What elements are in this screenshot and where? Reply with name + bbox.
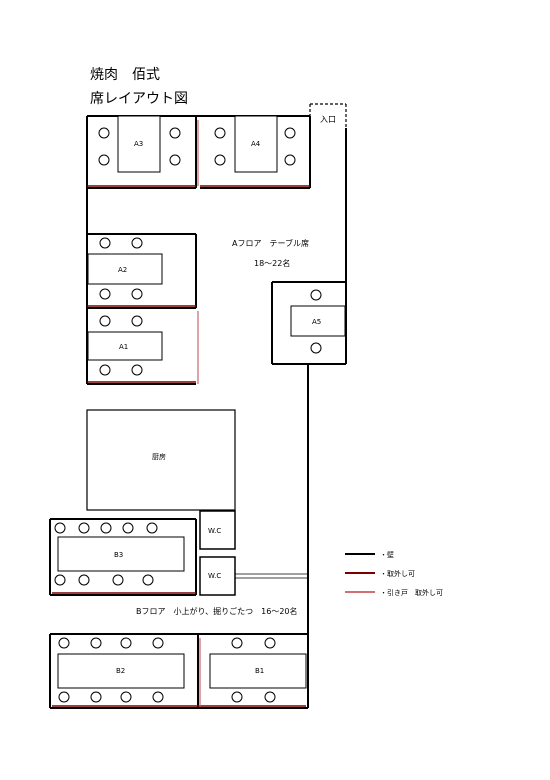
b-floor-label: Bフロア 小上がり、掘りごたつ 16～20名 bbox=[136, 606, 298, 616]
chair bbox=[54, 522, 66, 534]
chair bbox=[214, 127, 226, 139]
removable-partitions bbox=[52, 185, 310, 707]
chair bbox=[264, 637, 276, 649]
table-a5 bbox=[290, 305, 346, 337]
chair bbox=[310, 342, 322, 354]
chair bbox=[152, 637, 164, 649]
table-a1 bbox=[87, 331, 163, 361]
layout-title: 席レイアウト図 bbox=[90, 91, 188, 107]
walls bbox=[49, 115, 347, 709]
chair bbox=[131, 288, 143, 300]
table-label-a3: A3 bbox=[134, 140, 143, 148]
chair bbox=[99, 288, 111, 300]
chair bbox=[142, 574, 154, 586]
chair bbox=[310, 289, 322, 301]
chair bbox=[54, 574, 66, 586]
a-floor-capacity: 18～22名 bbox=[254, 258, 290, 268]
chairs bbox=[54, 127, 322, 703]
chair bbox=[90, 691, 102, 703]
chair bbox=[214, 154, 226, 166]
chair bbox=[58, 637, 70, 649]
table-label-b3: B3 bbox=[114, 551, 123, 559]
chair bbox=[231, 637, 243, 649]
legend-label-removable: ・取外し可 bbox=[380, 569, 415, 578]
table-label-a1: A1 bbox=[119, 343, 128, 351]
chair bbox=[152, 691, 164, 703]
chair bbox=[131, 364, 143, 376]
chair bbox=[169, 154, 181, 166]
chair bbox=[78, 522, 90, 534]
legend-label-wall: ・壁 bbox=[380, 550, 394, 559]
chair bbox=[131, 315, 143, 327]
chair bbox=[99, 237, 111, 249]
legend-label-sliding: ・引き戸 取外し可 bbox=[380, 588, 443, 597]
table-a2 bbox=[87, 253, 163, 285]
chair bbox=[98, 127, 110, 139]
table-b2 bbox=[57, 653, 185, 689]
chair bbox=[78, 574, 90, 586]
table-b1 bbox=[209, 653, 307, 689]
corridor-lines bbox=[235, 573, 308, 579]
chair bbox=[99, 364, 111, 376]
legend: ・壁 ・取外し可 ・引き戸 取外し可 bbox=[345, 550, 443, 597]
wc-upper-label: W.C bbox=[208, 527, 221, 535]
chair bbox=[90, 637, 102, 649]
kitchen-label: 厨房 bbox=[152, 452, 166, 461]
entrance-label: 入口 bbox=[320, 115, 336, 124]
chair bbox=[169, 127, 181, 139]
table-label-a4: A4 bbox=[251, 140, 261, 148]
table-label-b2: B2 bbox=[116, 667, 125, 675]
table-label-a2: A2 bbox=[118, 266, 127, 274]
table-label-b1: B1 bbox=[255, 667, 264, 675]
chair bbox=[98, 154, 110, 166]
chair bbox=[284, 127, 296, 139]
chair bbox=[264, 691, 276, 703]
wc-lower-label: W.C bbox=[208, 572, 221, 580]
sliding-doors bbox=[197, 120, 201, 706]
table-label-a5: A5 bbox=[312, 318, 321, 326]
chair bbox=[120, 637, 132, 649]
a-floor-label: Aフロア テーブル席 bbox=[232, 238, 309, 248]
chair bbox=[58, 691, 70, 703]
table-a3 bbox=[117, 115, 161, 173]
table-a4 bbox=[234, 115, 278, 173]
chair bbox=[100, 522, 112, 534]
chair bbox=[231, 691, 243, 703]
entrance-dashed bbox=[309, 103, 347, 128]
table-b3 bbox=[57, 536, 185, 572]
chair bbox=[112, 574, 124, 586]
chair bbox=[284, 154, 296, 166]
chair bbox=[146, 522, 158, 534]
chair bbox=[99, 315, 111, 327]
chair bbox=[122, 522, 134, 534]
chair bbox=[120, 691, 132, 703]
restaurant-name: 焼肉 佰式 bbox=[90, 67, 160, 83]
chair bbox=[131, 237, 143, 249]
